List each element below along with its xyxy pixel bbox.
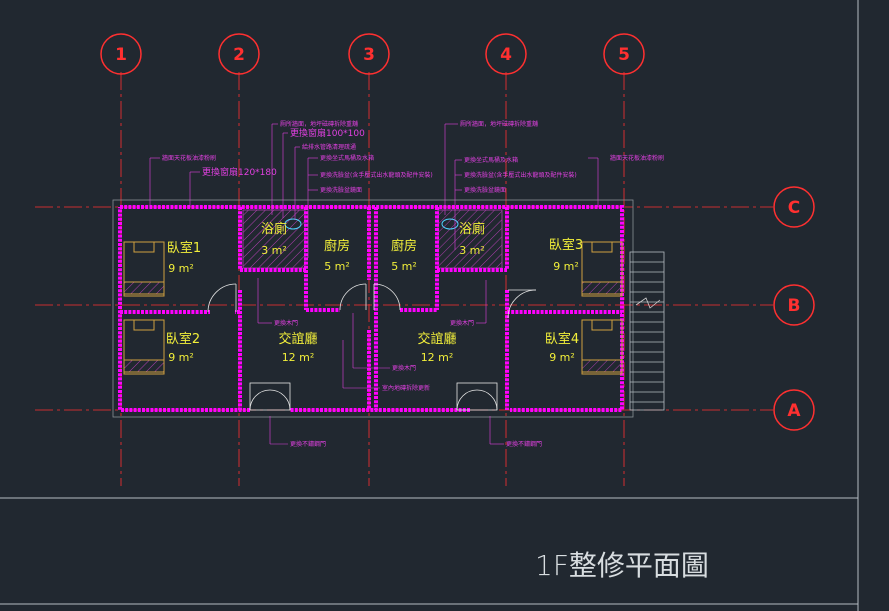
room-name-bathroom-left: 浴廁: [261, 221, 287, 237]
note-door-left: 更換木門: [274, 319, 298, 327]
room-name-bedroom4: 臥室4: [545, 331, 579, 347]
room-name-bedroom1: 臥室1: [167, 240, 201, 256]
room-area-bedroom1: 9 m²: [168, 262, 194, 275]
building-outline: [112, 199, 634, 418]
note-toilet-right: 更換坐式馬桶及水箱: [464, 156, 518, 164]
grid-bubbles: 1 2 3 4 5 C B A: [100, 33, 815, 431]
drawing-title: 1F整修平面圖: [535, 549, 709, 582]
note-ceiling-left: 牆面天花板油漆粉刷: [162, 154, 216, 162]
room-area-bathroom-left: 3 m²: [261, 244, 287, 257]
room-area-bedroom3: 9 m²: [553, 260, 579, 273]
grid-bubble-col-4: 4: [485, 33, 527, 75]
grid-bubble-col-5: 5: [603, 33, 645, 75]
grid-bubble-row-c: C: [773, 186, 815, 228]
grid-bubble-col-2: 2: [218, 33, 260, 75]
note-ceiling-right: 牆面天花板油漆粉刷: [610, 154, 664, 162]
room-name-bathroom-right: 浴廁: [459, 221, 485, 237]
grid-label-c: C: [788, 198, 800, 218]
walls: [118, 205, 624, 412]
grid-bubble-col-1: 1: [100, 33, 142, 75]
note-mirror-left: 更換洗臉盆鏡面: [320, 186, 362, 194]
note-door-right: 更換木門: [450, 319, 474, 327]
note-door-center: 更換木門: [392, 364, 416, 372]
note-bath-window-left: 更換窗扇100*100: [290, 127, 365, 139]
toilet-icon: [441, 218, 459, 230]
bed-2: [123, 319, 165, 375]
bathroom-hatch: [242, 209, 503, 269]
note-plumbing-left: 給排水管路清理疏通: [302, 143, 356, 151]
grid-label-2: 2: [233, 45, 245, 65]
note-bath-wall-right: 厠所牆面，地坪磁磚拆除重舖: [460, 120, 538, 128]
note-floor-center: 室內地磚拆除更新: [382, 384, 430, 392]
room-area-bathroom-right: 3 m²: [459, 244, 485, 257]
room-area-kitchen-right: 5 m²: [391, 260, 417, 273]
grid-bubble-row-b: B: [773, 284, 815, 326]
drawing-frame: [0, 0, 859, 611]
room-name-living-left: 交誼廳: [278, 331, 317, 347]
grid-lines: [35, 72, 773, 486]
note-basin-left: 更換洗臉盆(含手壓式出水龍頭及配件安裝): [320, 171, 433, 179]
room-area-living-right: 12 m²: [421, 351, 454, 364]
note-basin-right: 更換洗臉盆(含手壓式出水龍頭及配件安裝): [464, 171, 577, 179]
grid-bubble-row-a: A: [773, 389, 815, 431]
stair: [629, 251, 665, 411]
room-area-living-left: 12 m²: [282, 351, 315, 364]
room-name-bedroom3: 臥室3: [549, 237, 583, 253]
room-area-bedroom2: 9 m²: [168, 351, 194, 364]
room-name-kitchen-right: 廚房: [391, 238, 417, 254]
annotation-notes: 牆面天花板油漆粉刷 更換窗扇120*180 厠所牆面，地坪磁磚拆除重舖 更換窗扇…: [162, 120, 664, 448]
grid-label-3: 3: [363, 45, 375, 65]
note-toilet-left: 更換坐式馬桶及水箱: [320, 154, 374, 162]
grid-label-5: 5: [618, 45, 630, 65]
grid-bubble-col-3: 3: [348, 33, 390, 75]
door-swings: [207, 283, 537, 411]
room-name-living-right: 交誼廳: [417, 331, 456, 347]
bed-1: [123, 241, 165, 297]
note-steel-door-right: 更換不鏽鋼門: [506, 440, 542, 448]
bed-3: [581, 241, 623, 297]
toilet-icon: [284, 218, 302, 230]
leader-lines: [149, 123, 599, 445]
grid-label-4: 4: [500, 45, 512, 65]
room-labels: 臥室1 9 m² 浴廁 3 m² 廚房 5 m² 廚房 5 m² 浴廁 3 m²…: [166, 221, 583, 364]
room-name-bedroom2: 臥室2: [166, 331, 200, 347]
note-window-left: 更換窗扇120*180: [202, 166, 277, 178]
note-steel-door-left: 更換不鏽鋼門: [290, 440, 326, 448]
room-area-kitchen-left: 5 m²: [324, 260, 350, 273]
room-name-kitchen-left: 廚房: [324, 238, 350, 254]
room-area-bedroom4: 9 m²: [549, 351, 575, 364]
toilet-fixtures: [284, 218, 459, 230]
beds: [123, 241, 623, 375]
note-bath-wall-left: 厠所牆面，地坪磁磚拆除重舖: [280, 120, 358, 128]
note-mirror-right: 更換洗臉盆鏡面: [464, 186, 506, 194]
bed-4: [581, 319, 623, 375]
grid-label-b: B: [788, 296, 801, 316]
grid-label-1: 1: [115, 45, 127, 65]
grid-label-a: A: [787, 401, 801, 421]
